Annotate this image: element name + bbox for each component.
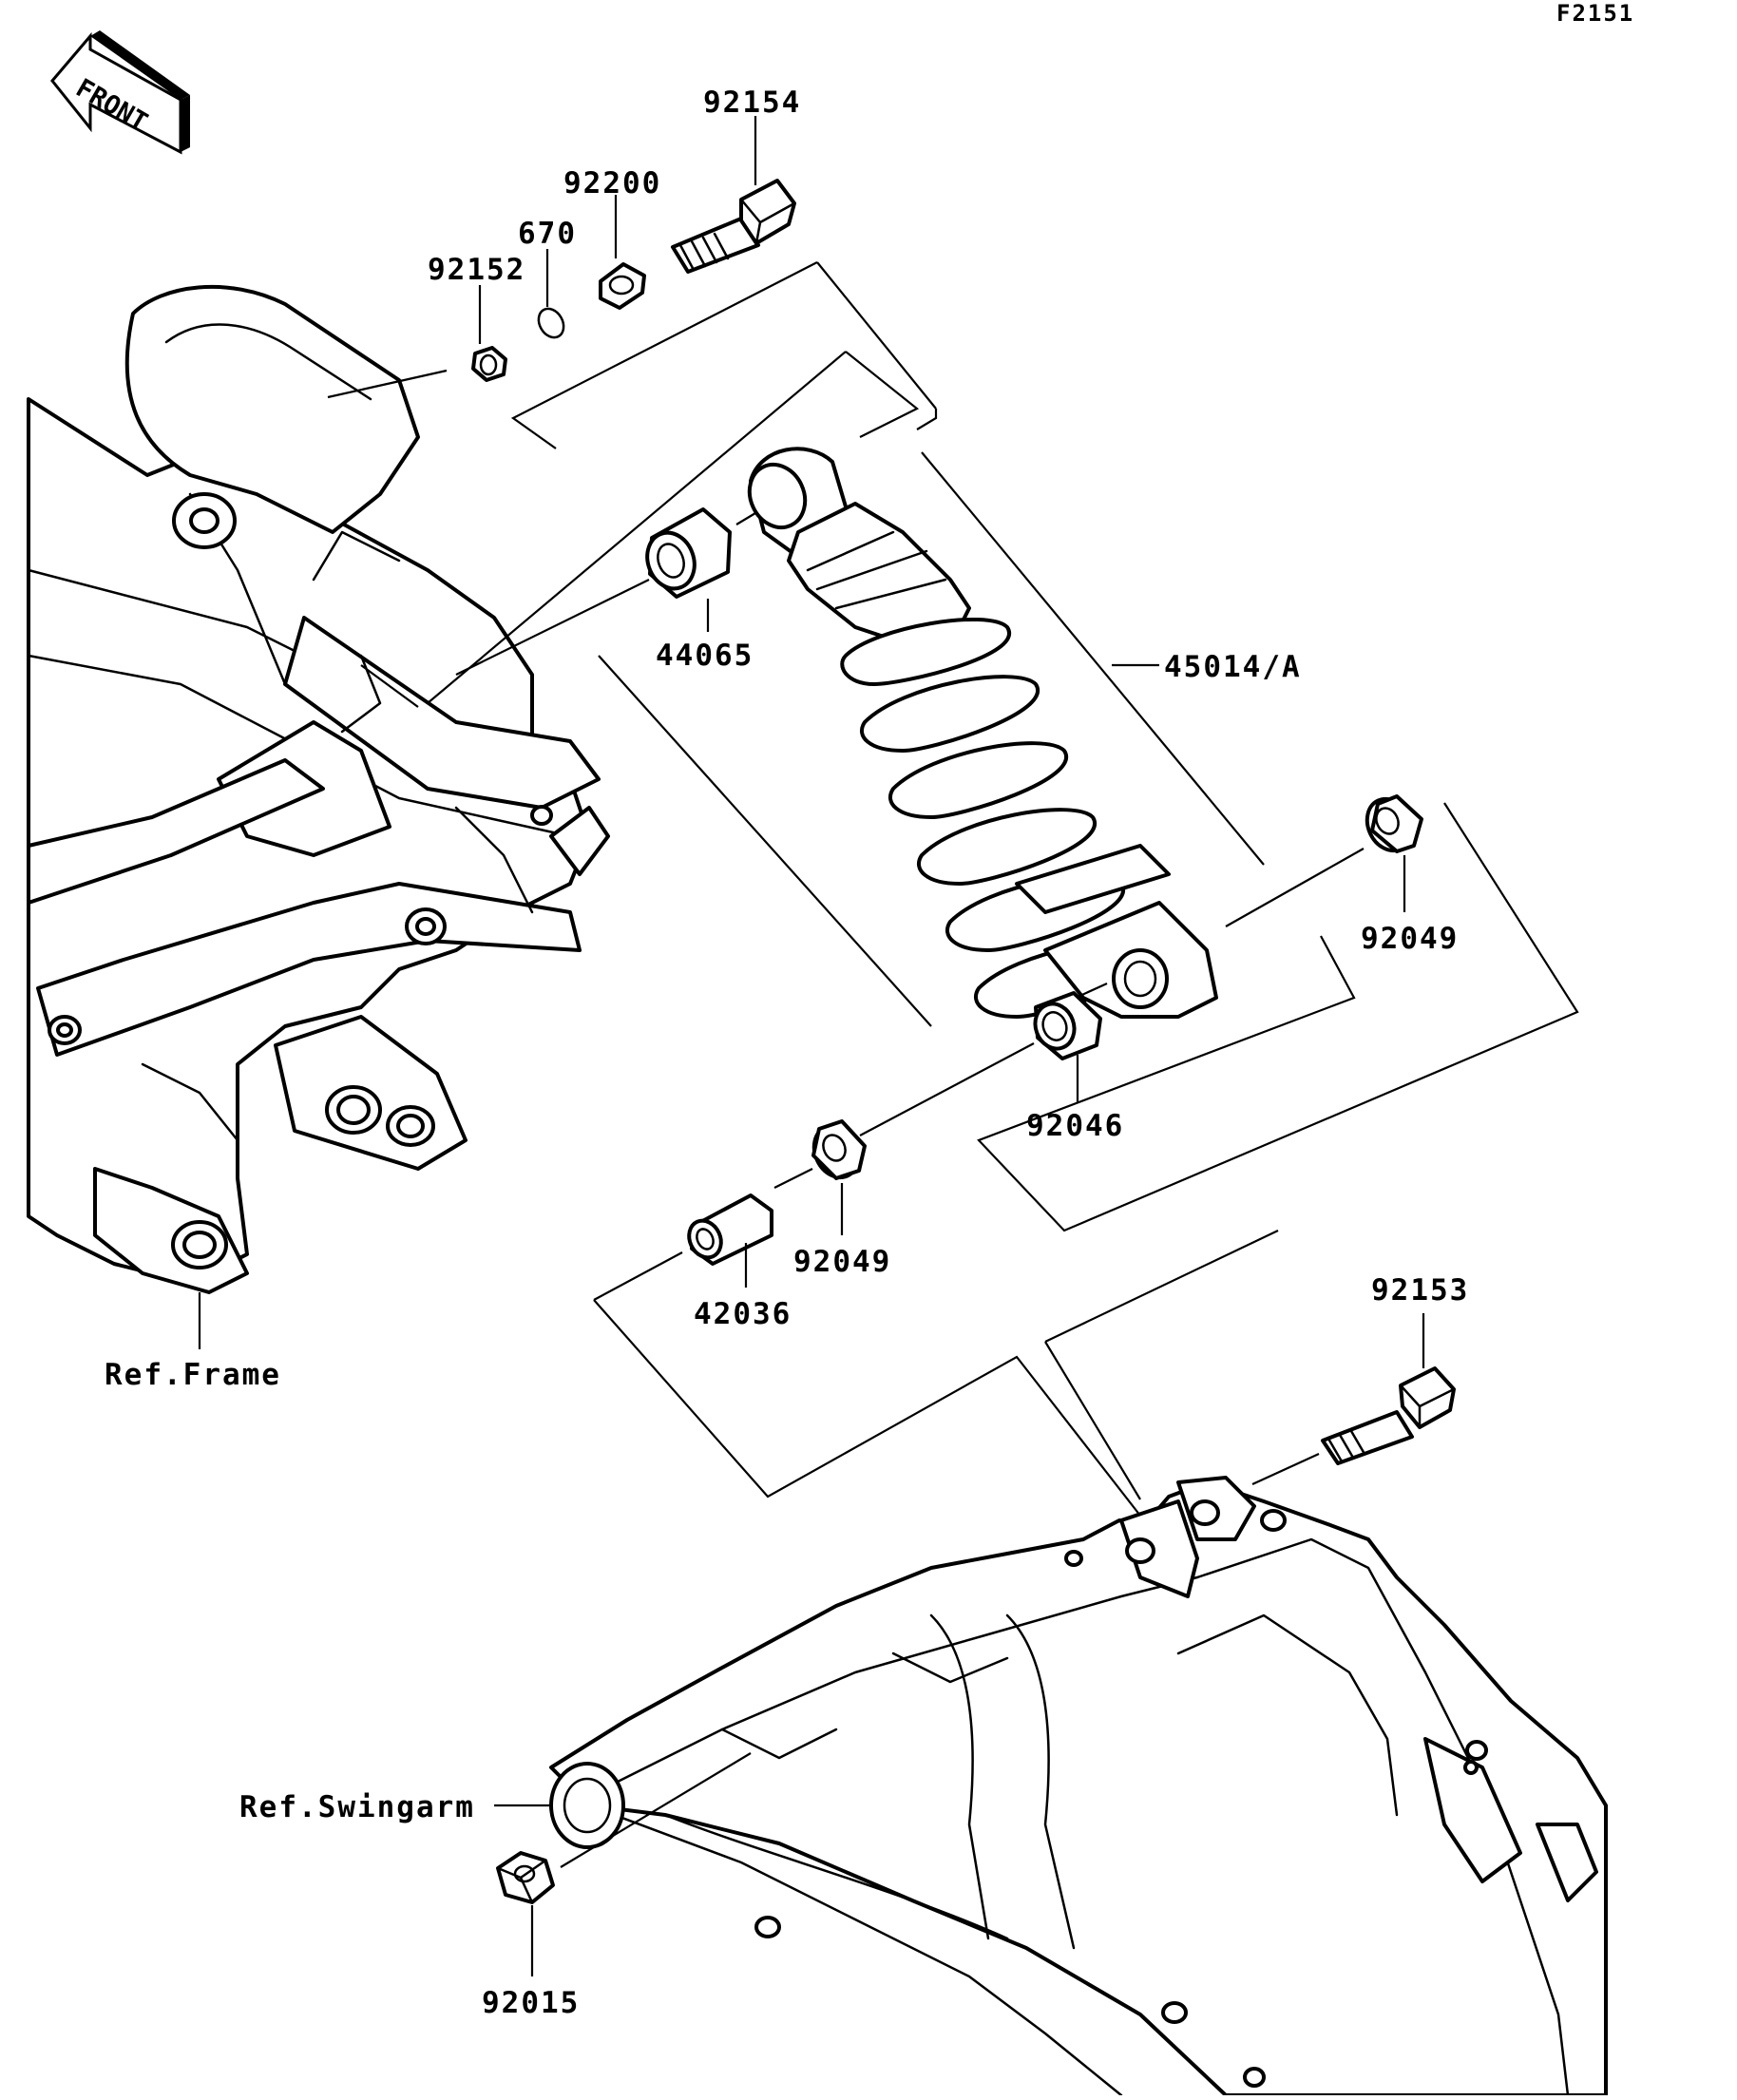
bracket-bottom-right <box>1044 1230 1279 1343</box>
label-92015: 92015 <box>482 1986 580 2020</box>
axis-92153 <box>1251 1452 1320 1486</box>
bracket-right-side <box>921 451 1265 866</box>
washer-92049-right-icon <box>1365 794 1423 853</box>
bracket-bottom-right-2 <box>1044 1341 1141 1500</box>
axis-44065 <box>735 512 756 525</box>
axis-washer-collar <box>773 1168 813 1189</box>
bracket-upper-outer <box>510 261 818 449</box>
label-42036: 42036 <box>694 1297 792 1331</box>
bushing-92152-icon <box>471 346 507 382</box>
label-92049-right: 92049 <box>1361 922 1459 956</box>
bracket-upper-outer-2 <box>816 261 937 410</box>
label-92049-lower: 92049 <box>793 1245 891 1279</box>
frame-drawing <box>27 284 610 1294</box>
label-92200: 92200 <box>563 166 661 200</box>
bearing-92046-icon <box>1033 991 1102 1060</box>
axis-92015 <box>560 1752 752 1868</box>
shock-absorber-icon <box>747 447 1218 1019</box>
nut-92015-icon <box>496 1851 555 1904</box>
front-arrow-icon: FRONT <box>50 30 190 155</box>
washer-92200-icon <box>599 262 646 310</box>
upper-axis-line <box>327 369 448 399</box>
axis-42036 <box>593 1251 683 1301</box>
ref-swingarm-label: Ref.Swingarm <box>239 1790 475 1824</box>
bolt-92153-icon <box>1321 1366 1456 1465</box>
bracket-lower-right <box>977 802 1579 1232</box>
label-92046: 92046 <box>1026 1109 1124 1143</box>
label-44065: 44065 <box>656 639 754 673</box>
label-92154: 92154 <box>703 86 801 120</box>
bolt-92154-icon <box>671 179 796 274</box>
bracket-inner-stub <box>360 664 419 708</box>
washer-92049-lower-icon <box>811 1119 867 1180</box>
collar-44065-icon <box>645 507 732 599</box>
bracket-inner-top <box>845 351 920 438</box>
label-92152: 92152 <box>428 253 525 287</box>
swingarm-drawing <box>549 1476 1608 2097</box>
label-670: 670 <box>518 217 577 251</box>
axis-44065-frame <box>455 579 650 676</box>
label-92153: 92153 <box>1371 1273 1469 1308</box>
bracket-lower-left <box>593 1299 1141 1517</box>
figure-id: F2151 <box>1556 0 1634 27</box>
label-45014A: 45014/A <box>1164 650 1302 684</box>
axis-lower-eye-right <box>1225 848 1365 927</box>
ref-frame-label: Ref.Frame <box>105 1358 281 1392</box>
bracket-upper-outer-3 <box>916 409 938 430</box>
bracket-left-side <box>598 655 932 1027</box>
axis-bearing <box>859 1042 1035 1136</box>
bracket-inner-left <box>427 351 847 704</box>
ring-670-icon <box>537 307 565 339</box>
collar-42036-icon <box>687 1193 773 1266</box>
